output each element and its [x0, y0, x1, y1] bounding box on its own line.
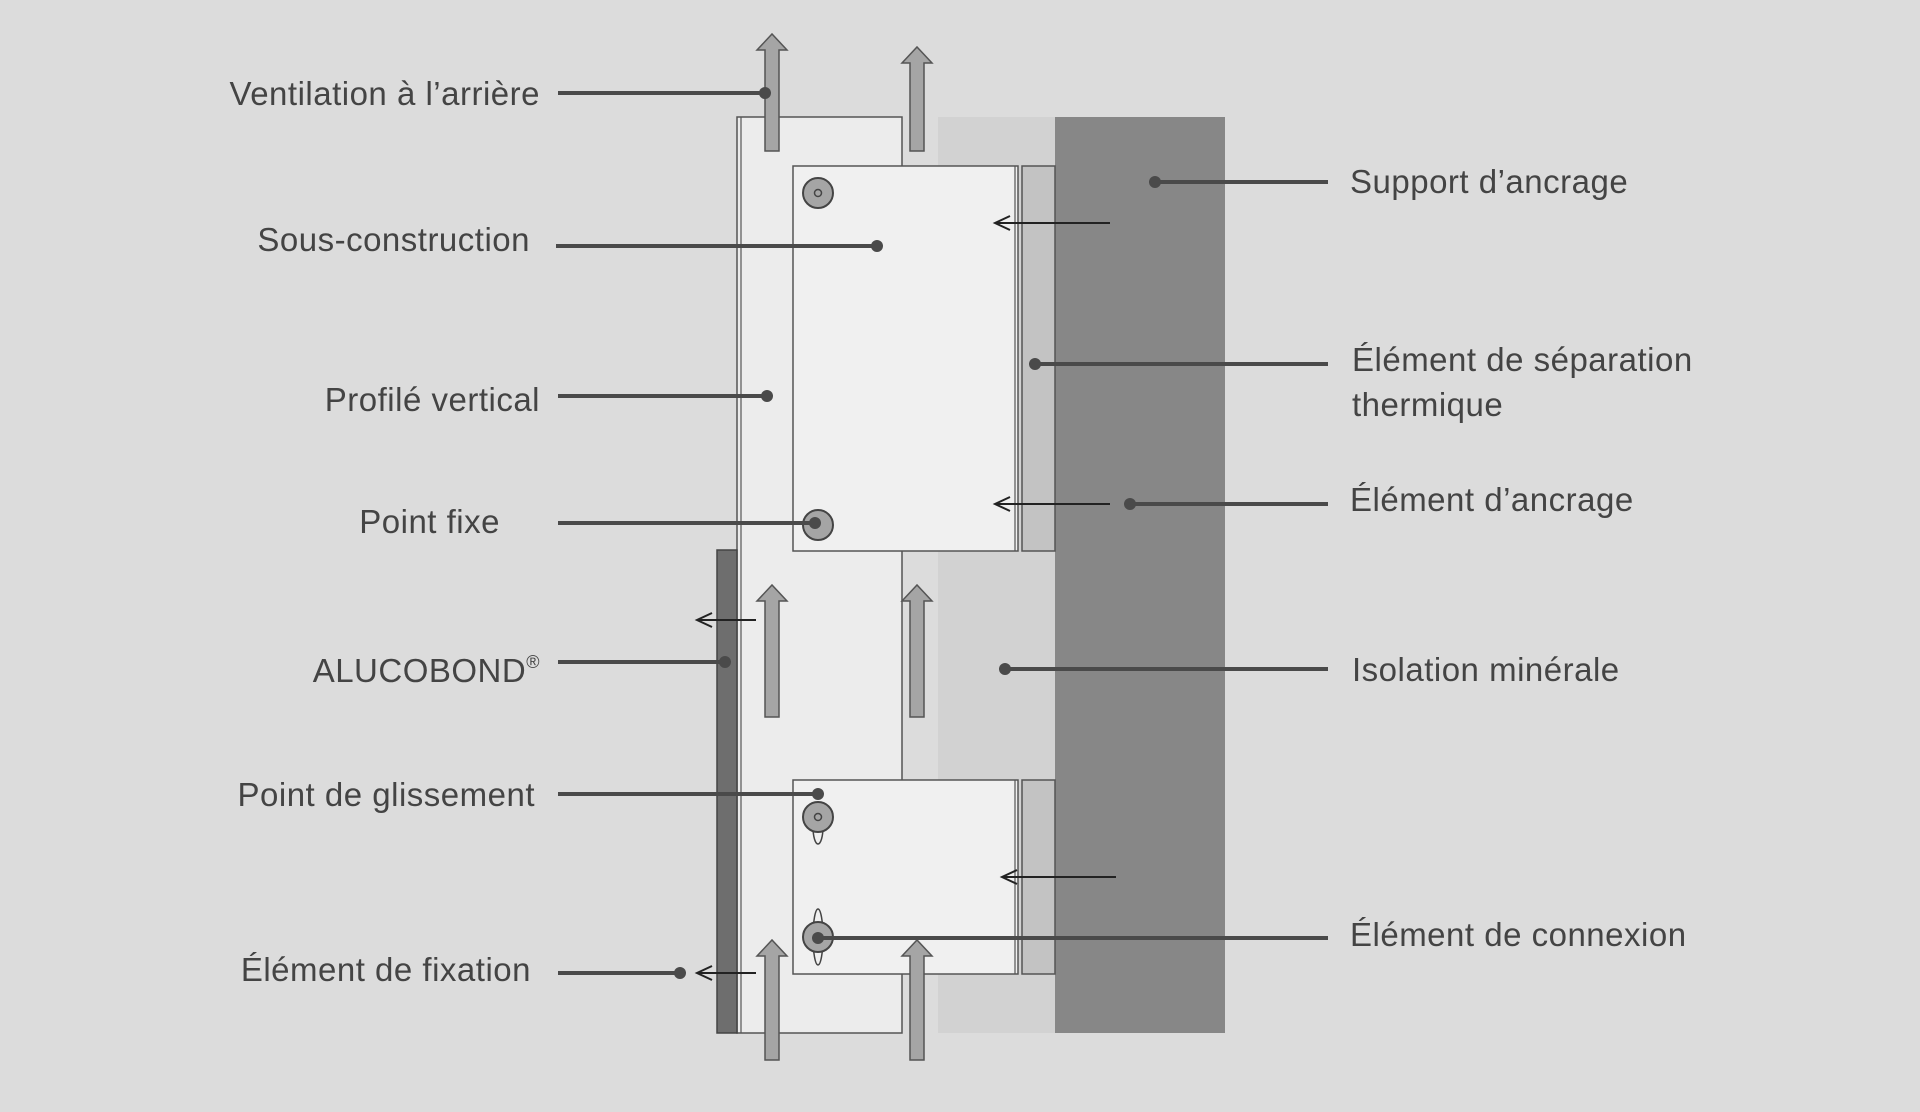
anchor-screw-lower — [999, 869, 1116, 885]
leader-isolation — [999, 663, 1328, 675]
label-element-ancrage: Élément d’ancrage — [1350, 481, 1634, 518]
ventilation-arrow-bottom-left — [755, 938, 789, 1061]
ventilation-arrow-bottom-right — [900, 938, 934, 1061]
ventilation-arrow-mid-right — [900, 583, 934, 718]
label-alucobond-mark: ® — [526, 652, 540, 672]
leader-element-fixation — [558, 967, 686, 979]
ventilation-arrow-mid-left — [755, 583, 789, 718]
ventilation-arrow-top-right — [900, 45, 934, 152]
panel-rivet-lower — [694, 965, 756, 981]
ventilation-arrow-top-left — [755, 32, 789, 152]
leader-profile-vertical — [558, 390, 773, 402]
label-ventilation: Ventilation à l’arrière — [229, 75, 540, 112]
label-profile-vertical: Profilé vertical — [324, 381, 540, 418]
sliding-point-top — [802, 801, 834, 845]
fixed-point-top — [802, 177, 834, 209]
anchor-support-wall — [1055, 117, 1225, 1033]
leader-point-fixe — [558, 517, 821, 529]
label-alucobond: ALUCOBOND® — [140, 640, 540, 693]
leader-ventilation — [558, 87, 771, 99]
label-isolation: Isolation minérale — [1352, 651, 1620, 688]
alucobond-panel — [716, 549, 738, 1034]
label-sous-construction: Sous-construction — [257, 221, 530, 258]
upper-thermal-separator — [1021, 165, 1056, 552]
leader-support-ancrage — [1149, 176, 1328, 188]
leader-point-glissement — [558, 788, 824, 800]
anchor-screw-middle — [992, 496, 1110, 512]
label-separation-line1: Élément de séparation — [1352, 341, 1693, 378]
label-point-glissement: Point de glissement — [237, 776, 535, 813]
panel-rivet-upper — [694, 612, 756, 628]
label-element-connexion: Élément de connexion — [1350, 916, 1687, 953]
label-point-fixe: Point fixe — [359, 503, 500, 540]
leader-separation-thermique — [1029, 358, 1328, 370]
label-element-fixation: Élément de fixation — [240, 951, 531, 988]
label-support-ancrage: Support d’ancrage — [1350, 163, 1629, 200]
label-alucobond-text: ALUCOBOND — [312, 652, 527, 689]
leader-element-connexion — [812, 932, 1328, 944]
upper-bracket — [792, 165, 1019, 552]
leader-alucobond — [558, 656, 731, 668]
leader-element-ancrage — [1124, 498, 1328, 510]
label-separation-line2: thermique — [1352, 386, 1504, 423]
anchor-screw-upper — [992, 215, 1110, 231]
leader-sous-construction — [556, 240, 883, 252]
